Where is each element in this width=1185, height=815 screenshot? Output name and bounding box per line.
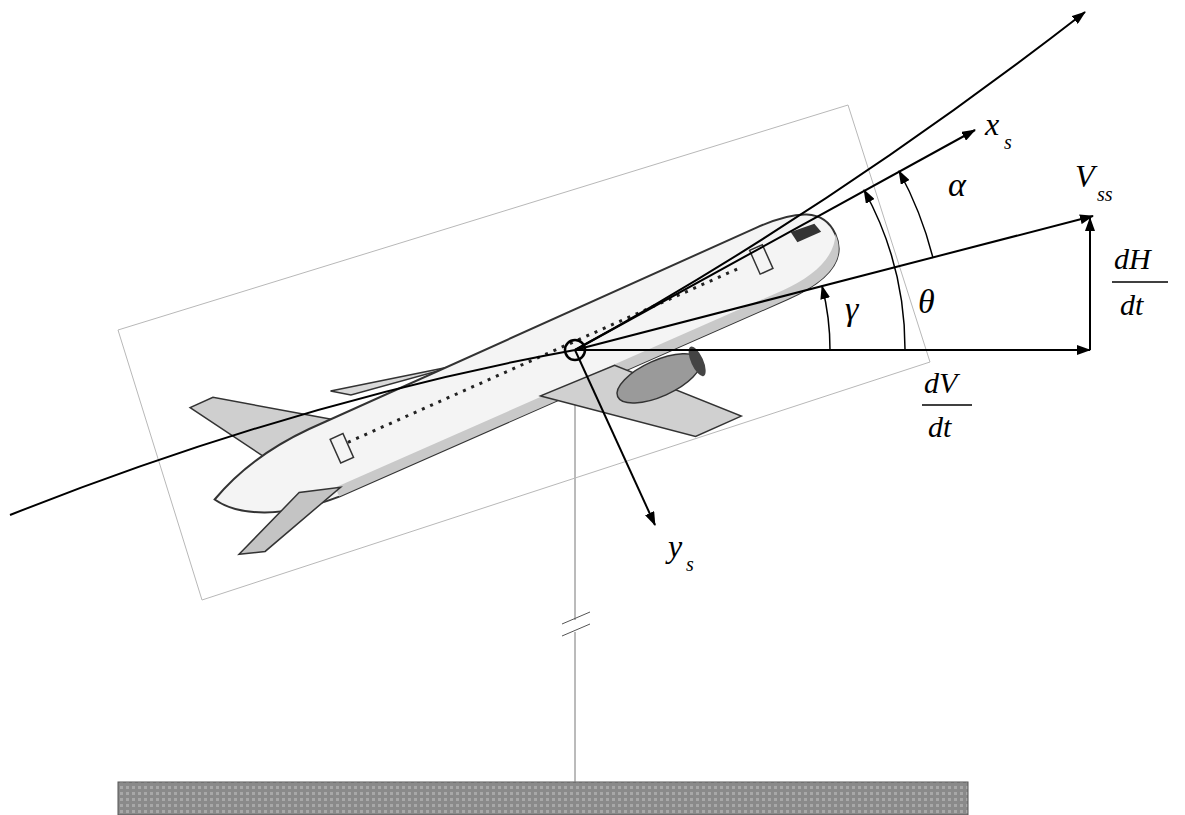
body-frame: [118, 105, 930, 600]
fraction-bar: [1112, 281, 1168, 283]
velocity-vector: [575, 216, 1093, 350]
break-mark: [562, 624, 590, 636]
horizontal-velocity: [575, 349, 1090, 351]
ground: [118, 782, 968, 815]
axis-label: y: [668, 530, 682, 562]
axis-label: x: [985, 108, 999, 140]
break-mark: [562, 612, 590, 624]
center-of-gravity: [565, 340, 585, 360]
alpha-arc: [899, 171, 933, 258]
subscript: s: [686, 554, 694, 574]
aircraft: [176, 139, 887, 625]
fraction-denominator: dt: [1120, 290, 1143, 320]
fraction-numerator: dH: [1114, 244, 1151, 274]
body-x-axis: [575, 130, 975, 350]
fraction-bar: [922, 404, 972, 406]
subscript: s: [1004, 132, 1012, 152]
body-y-axis: [575, 350, 655, 525]
flight-path-line: [10, 12, 1085, 515]
theta-arc: [864, 190, 905, 350]
angle-label: γ: [845, 292, 858, 326]
gamma-arc: [822, 286, 830, 350]
subscript: ss: [1097, 184, 1113, 204]
angle-label: α: [948, 168, 966, 202]
vector-label: V: [1075, 160, 1095, 192]
fraction-numerator: dV: [924, 368, 957, 398]
fraction-denominator: dt: [928, 412, 951, 442]
altitude-line: [575, 632, 576, 782]
angle-label: θ: [918, 285, 935, 319]
vertical-velocity: [1089, 218, 1091, 350]
